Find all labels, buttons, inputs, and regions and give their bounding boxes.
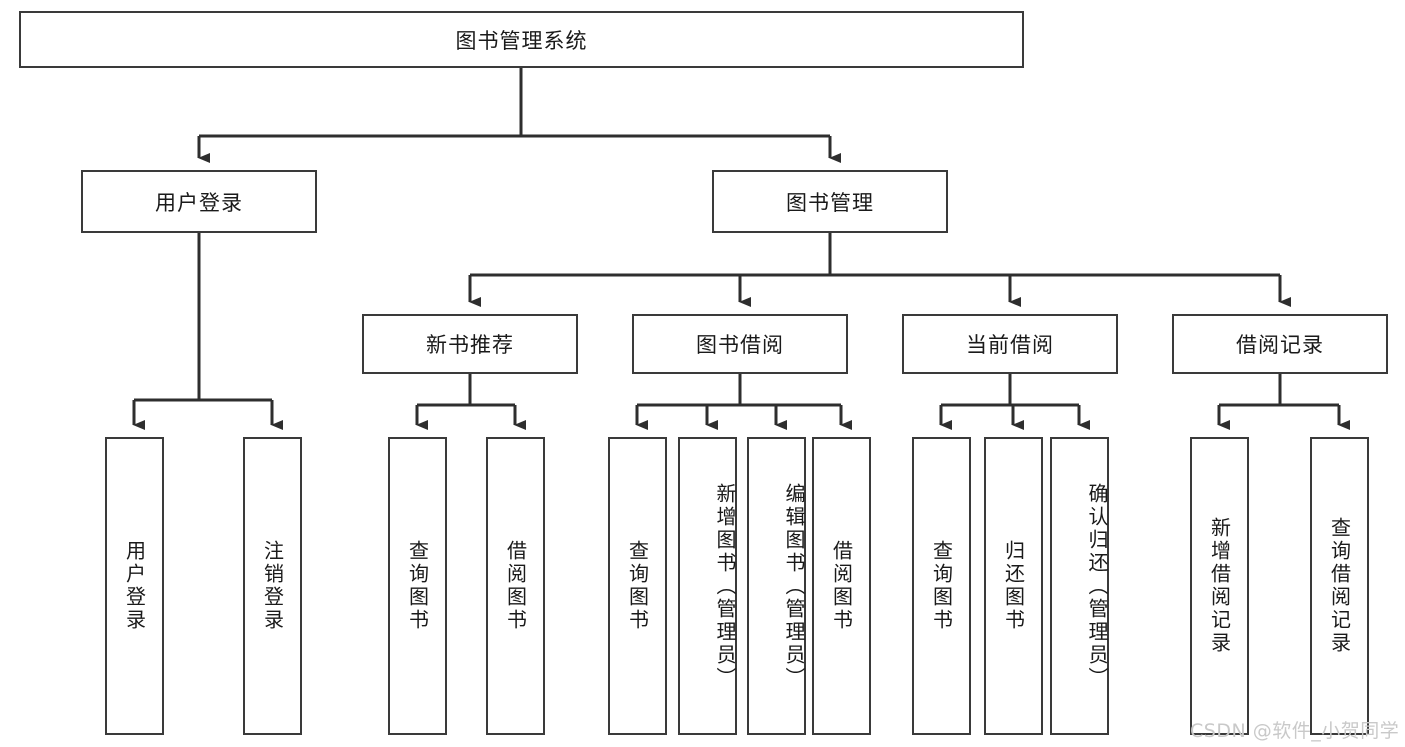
node-level3-3[interactable]: 借阅记录 — [1172, 314, 1388, 374]
node-leaf-10[interactable]: 确认归还（管理员） — [1050, 437, 1109, 735]
node-leaf-0[interactable]: 用户登录 — [105, 437, 164, 735]
node-level2-1[interactable]: 图书管理 — [712, 170, 948, 233]
node-level3-2[interactable]: 当前借阅 — [902, 314, 1118, 374]
node-leaf-2[interactable]: 查询图书 — [388, 437, 447, 735]
node-leaf-4[interactable]: 查询图书 — [608, 437, 667, 735]
node-level3-1[interactable]: 图书借阅 — [632, 314, 848, 374]
node-leaf-9[interactable]: 归还图书 — [984, 437, 1043, 735]
node-leaf-12[interactable]: 查询借阅记录 — [1310, 437, 1369, 735]
node-leaf-5[interactable]: 新增图书（管理员） — [678, 437, 737, 735]
node-level2-0[interactable]: 用户登录 — [81, 170, 317, 233]
node-level3-0[interactable]: 新书推荐 — [362, 314, 578, 374]
node-leaf-7[interactable]: 借阅图书 — [812, 437, 871, 735]
node-leaf-6[interactable]: 编辑图书（管理员） — [747, 437, 806, 735]
node-leaf-3[interactable]: 借阅图书 — [486, 437, 545, 735]
csdn-watermark: CSDN @软件_小贺同学 — [1190, 720, 1400, 742]
node-leaf-11[interactable]: 新增借阅记录 — [1190, 437, 1249, 735]
node-leaf-1[interactable]: 注销登录 — [243, 437, 302, 735]
node-root[interactable]: 图书管理系统 — [19, 11, 1024, 68]
node-leaf-8[interactable]: 查询图书 — [912, 437, 971, 735]
